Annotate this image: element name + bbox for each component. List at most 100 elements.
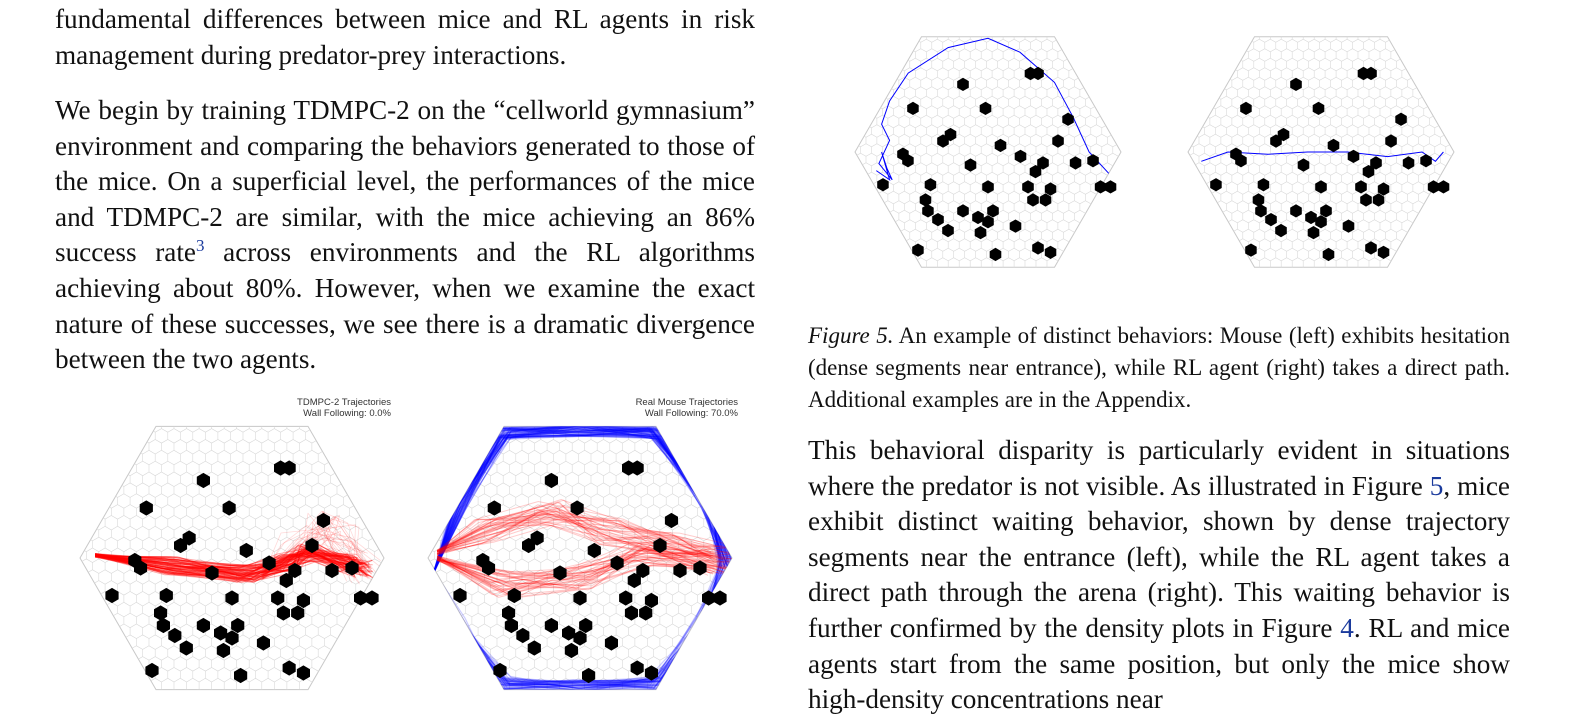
training-paragraph-text-a: We begin by training TDMPC-2 on the “cel… [55,95,755,268]
fig5-right-obstacle [1360,193,1372,207]
fig5-left-obstacle [974,226,987,240]
fig5-right-obstacle [1327,138,1340,153]
fig4-right-interior-upper-path [436,504,712,555]
fig4-left-obstacle [216,642,230,659]
fig5-right-obstacle [1235,154,1247,168]
fig4-right-interior-upper-path [436,509,730,560]
fig5-right-obstacle [1307,226,1320,240]
fig4-left-obstacle [214,625,228,641]
fig4-left-obstacle [105,587,119,604]
fig5-left-obstacle [1022,180,1034,194]
fig5-left-obstacle [1029,165,1042,179]
fig4-left-trajectories-path [95,553,361,581]
fig5-left-obstacle [1032,66,1044,81]
fig5-right-obstacle [1315,215,1327,229]
fig5-right-obstacle [1427,180,1440,194]
fig5-left-obstacle [1027,193,1039,207]
fig4-left-trajectories-path [95,553,360,573]
fig4-left-obstacle [225,590,239,606]
fig4-right-interior-upper-path [436,503,732,556]
fig4-left-trajectories-path [95,544,353,578]
fig4-left-obstacle [271,590,285,606]
fig4-right-obstacle [713,590,727,606]
fig4-left-trajectories-path [95,554,358,579]
fig4-left-obstacle [145,662,159,679]
figure4-right-title: Real Mouse Trajectories Wall Following: … [580,397,738,419]
fig5-right-obstacle [1342,219,1355,233]
fig5-left-obstacle [1044,182,1057,196]
fig4-left-trajectories-path [95,553,363,574]
fig4-right-interior-lower-path [436,558,711,589]
fig4-right-obstacle [564,642,578,659]
fig4-right-interior-upper-path [436,511,712,555]
fig4-left-trajectories-path [95,554,355,577]
fig5-right-obstacle [1275,223,1287,238]
fig4-left-obstacle [316,512,330,529]
fig4-right-interior-lower-path [436,545,727,587]
figure5-ref-link[interactable]: 5 [1429,470,1444,501]
fig4-left-trajectories-path [95,552,370,582]
fig4-left-trajectories-branch-path [262,525,363,579]
fig5-left-obstacle [907,101,919,115]
fig4-left-trajectories-path [95,554,364,573]
fig4-right-obstacle [573,630,587,646]
fig4-right-obstacle [604,635,618,651]
fig4-left-trajectories-path [95,543,359,580]
fig4-right-obstacle [630,460,644,476]
fig4-left-trajectories-branch-path [262,532,355,576]
fig4-right-obstacle [544,472,558,489]
fig4-left-trajectories-path [95,547,369,581]
fig4-right-interior-lower-path [436,550,709,597]
fig4-right-interior-lower-path [436,550,732,587]
fig5-left-obstacle [957,204,969,218]
footnote-marker-3[interactable]: 3 [195,236,205,256]
fig5-left-obstacle [957,77,969,91]
fig5-right-obstacle [1365,241,1377,255]
fig4-right-obstacle [573,590,587,606]
fig4-right-obstacle [664,512,678,529]
fig4-right-interior-lower-path [436,547,732,594]
fig5-left-obstacle [1044,245,1057,259]
fig4-right-wall-top-path [433,430,732,571]
fig4-left-obstacle [291,605,305,621]
fig4-left-trajectories-path [95,554,357,578]
fig4-right-obstacle [493,662,507,679]
fig4-right-obstacle [527,640,541,656]
fig4-right-obstacle [562,625,576,641]
fig4-right-obstacle [553,565,567,581]
fig4-right-interior-lower-path [436,542,717,592]
fig4-left-obstacle [234,667,248,684]
fig4-right-obstacle [579,617,593,634]
fig4-right-obstacle [587,542,601,559]
behavior-paragraph-text-c: . RL and mice agents start from the same… [808,612,1511,715]
fig4-left-trajectories-branch-path [262,512,369,580]
figure5-caption-text: An example of distinct behaviors: Mouse … [808,323,1510,412]
fig4-left-obstacle [205,565,219,581]
fig4-right-interior-lower-path [436,550,719,587]
fig4-right-interior-upper-path [436,513,724,561]
training-paragraph-text-b: across environments and the RL algorithm… [55,237,755,375]
fig4-left-trajectories-branch-path [262,529,353,584]
fig4-right-interior-lower-path [436,555,715,598]
fig5-left-obstacle [1014,149,1027,163]
fig4-right-obstacle [619,590,633,606]
fig4-right-obstacle [644,665,658,681]
fig4-right-obstacle [582,667,596,684]
fig4-right-interior-lower-path [436,557,718,586]
fig4-right-interior-lower-path [436,556,724,586]
fig4-right-obstacle [504,617,518,634]
fig4-left-trajectories-path [95,545,373,583]
fig4-right-interior-upper-path [436,524,721,562]
fig4-left-trajectories-path [95,548,361,576]
fig4-left-obstacle [139,500,153,516]
fig4-left-trajectories-path [95,550,354,579]
fig5-left-obstacle [932,213,944,227]
fig4-left-trajectories-branch-path [262,518,360,581]
fig4-left-trajectories-branch-path [262,526,368,578]
fig4-right-wall-top-path [433,426,729,573]
figure4-ref-link[interactable]: 4 [1340,612,1354,643]
fig4-left-obstacle [282,660,296,676]
fig4-left-trajectories-path [95,548,362,574]
fig4-right-obstacle [644,592,658,609]
fig4-right-interior-upper-path [436,499,732,569]
